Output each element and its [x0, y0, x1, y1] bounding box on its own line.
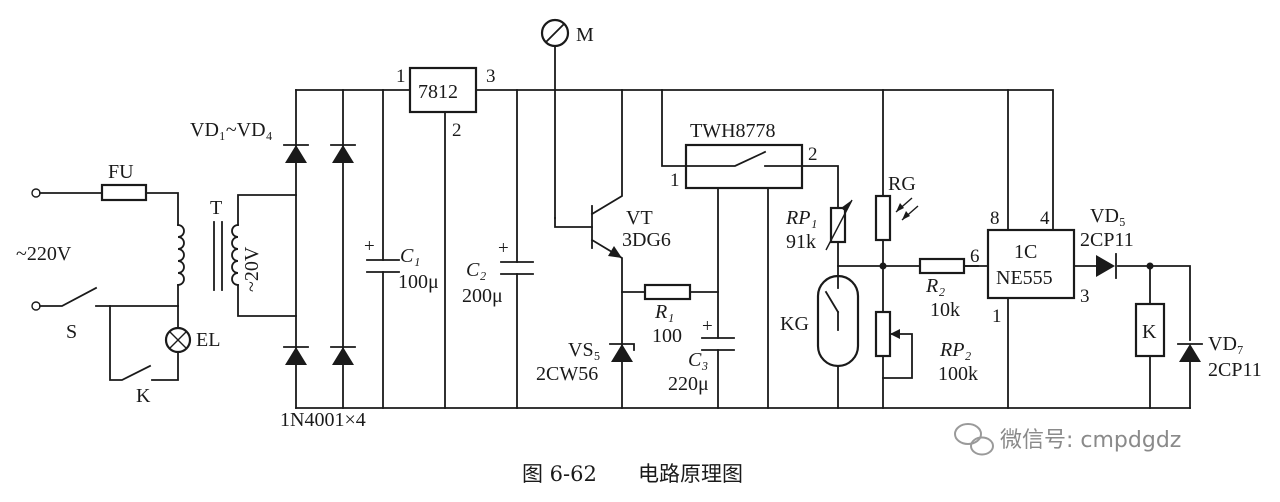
timer-pin-1: 1: [670, 170, 680, 191]
vd7-label: VD₇: [1208, 333, 1244, 355]
watermark-text: 微信号: cmpdgdz: [1000, 428, 1181, 453]
mains-voltage-label: ~220V: [16, 243, 72, 265]
reg-pin-1: 1: [396, 66, 406, 87]
relay-coil-k: K: [1134, 265, 1166, 409]
figure-caption: 图 6-62 电路原理图: [522, 462, 743, 486]
ic-pin-4: 4: [1040, 208, 1050, 229]
diode-vd3: [283, 346, 309, 365]
transformer-t: T ~20V: [210, 194, 297, 317]
transistor-vt: VT 3DG6: [554, 89, 671, 361]
bridge-part-label: 1N4001×4: [280, 409, 366, 431]
input-terminal-bottom: [31, 301, 41, 311]
rp1-label: RP₁: [785, 207, 817, 229]
r1-value: 100: [652, 325, 682, 347]
caption-title: 电路原理图: [638, 462, 743, 486]
ic-part: NE555: [996, 267, 1053, 289]
positive-rail: [295, 89, 1054, 231]
watermark: 微信号: cmpdgdz: [954, 423, 1181, 456]
capacitor-c3: + C₃ 220μ: [668, 187, 735, 409]
relay-contact-label: K: [136, 385, 151, 407]
diode-vd2: [330, 144, 356, 163]
mains-input: FU ~220V S EL K: [16, 161, 220, 407]
capacitor-c1: + C₁ 100μ: [364, 89, 439, 409]
svg-text:+: +: [364, 236, 375, 257]
svg-text:+: +: [498, 238, 509, 259]
c1-label: C₁: [400, 245, 420, 267]
diode-vd1: [283, 144, 309, 163]
c2-label: C₂: [466, 259, 486, 281]
photoresistor-rg: RG: [874, 89, 919, 313]
transformer-primary: [177, 224, 185, 307]
capacitor-c2: + C₂ 200μ: [462, 89, 534, 409]
diode-vd4: [330, 346, 356, 365]
rp2-value: 100k: [938, 363, 978, 385]
reg-pin-3: 3: [486, 66, 496, 87]
vd5-part: 2CP11: [1080, 229, 1134, 251]
timer-pin-2: 2: [808, 144, 818, 165]
rg-label: RG: [888, 173, 916, 195]
fuse: [100, 183, 148, 202]
lamp-label: EL: [196, 329, 220, 351]
resistor-r1: R₁ 100: [621, 283, 719, 347]
potentiometer-rp2: RP₂ 100k: [874, 310, 978, 409]
r2-value: 10k: [930, 299, 960, 321]
diode-vd7: VD₇ 2CP11: [1177, 333, 1262, 409]
zener-vs5: VS₅ 2CW56: [536, 339, 635, 409]
c1-value: 100μ: [398, 271, 439, 293]
wechat-icon: [954, 423, 994, 456]
regulator-label: 7812: [418, 81, 458, 103]
ic-ne555: 1C NE555 8 4 6 3 1: [963, 89, 1090, 409]
ic-pin-3: 3: [1080, 286, 1090, 307]
c2-value: 200μ: [462, 285, 503, 307]
bridge-label: VD₁~VD₄: [190, 119, 273, 141]
transistor-part: 3DG6: [622, 229, 671, 251]
timer-module-twh8778: TWH8778 1 2: [661, 89, 839, 409]
resistor-r2: R₂ 10k: [918, 257, 966, 321]
c3-value: 220μ: [668, 373, 709, 395]
transistor-label: VT: [626, 207, 653, 229]
ic-pin-1: 1: [992, 306, 1002, 327]
vd5-label: VD₅: [1090, 205, 1126, 227]
rp1-value: 91k: [786, 231, 816, 253]
motor-m: M: [540, 18, 594, 219]
caption-figure-number: 图 6-62: [522, 462, 597, 486]
zener-label: VS₅: [568, 339, 601, 361]
rp2-label: RP₂: [939, 339, 971, 361]
svg-text:+: +: [702, 316, 713, 337]
timer-module-label: TWH8778: [690, 120, 776, 142]
kg-label: KG: [780, 313, 809, 335]
r2-label: R₂: [925, 275, 945, 297]
r1-label: R₁: [654, 301, 674, 323]
input-terminal-top: [31, 188, 41, 198]
c3-label: C₃: [688, 349, 708, 371]
diode-vd5: VD₅ 2CP11: [1073, 205, 1191, 341]
switch-s-label: S: [66, 321, 77, 343]
ic-label: 1C: [1014, 241, 1037, 263]
motor-label: M: [576, 24, 594, 46]
reg-pin-2: 2: [452, 120, 462, 141]
reed-switch-kg: KG: [780, 265, 860, 409]
ic-pin-6: 6: [970, 246, 980, 267]
zener-part: 2CW56: [536, 363, 598, 385]
regulator-7812: 7812 1 3 2: [396, 66, 496, 409]
transformer-label: T: [210, 197, 222, 219]
bridge-rectifier: VD₁~VD₄ 1N4001×4: [190, 89, 366, 431]
secondary-voltage-label: ~20V: [241, 246, 263, 292]
ic-pin-8: 8: [990, 208, 1000, 229]
fuse-label: FU: [108, 161, 134, 183]
vd7-part: 2CP11: [1208, 359, 1262, 381]
relay-coil-label: K: [1142, 321, 1157, 343]
